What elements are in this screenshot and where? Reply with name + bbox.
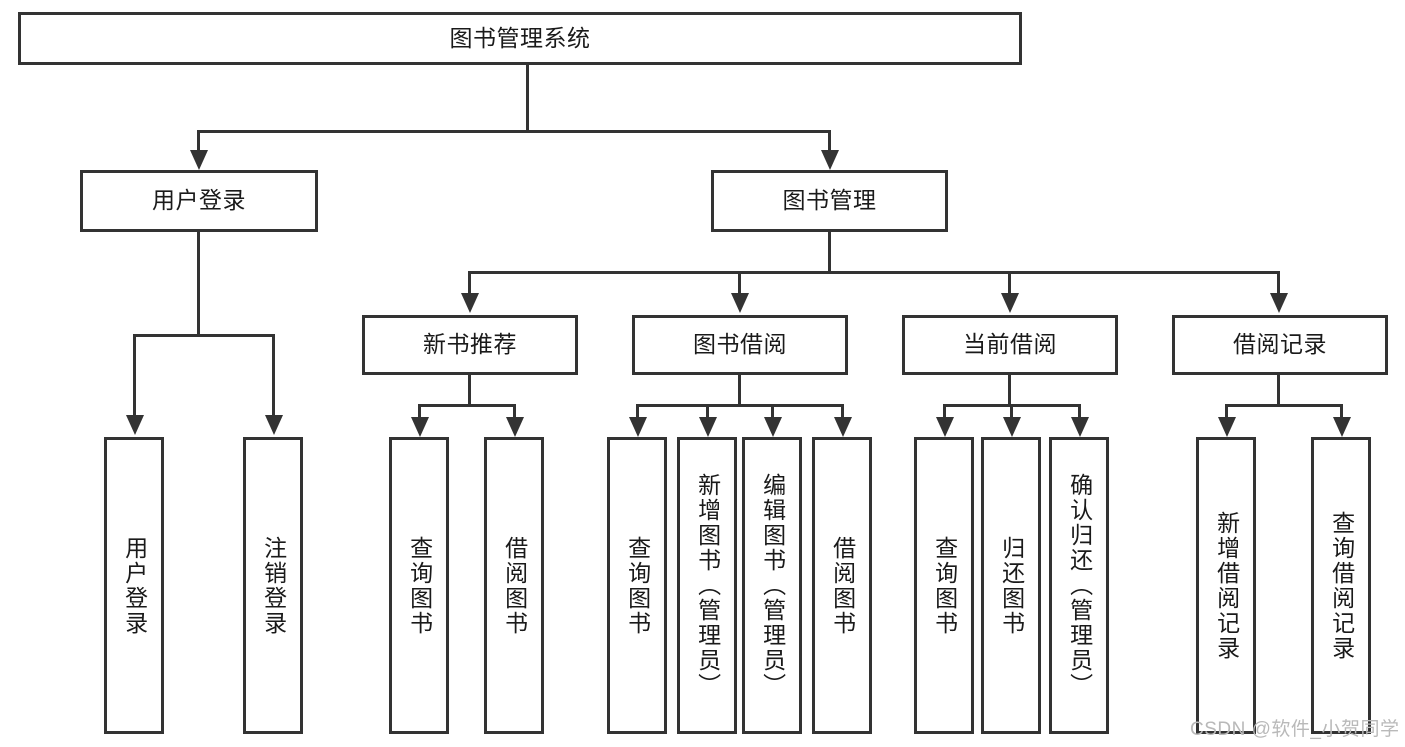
leaf-cb-confirm-return-admin[interactable]: 确认归还（管理员） (1049, 437, 1109, 734)
arrow-br-leaf-2 (1333, 417, 1351, 437)
node-borrow-record-label: 借阅记录 (1233, 331, 1327, 358)
node-root[interactable]: 图书管理系统 (18, 12, 1022, 65)
edge-bb-drop-4 (841, 404, 844, 421)
leaf-label: 编辑图书（管理员） (759, 473, 786, 698)
arrow-cb-leaf-1 (936, 417, 954, 437)
arrow-level3-1 (461, 293, 479, 313)
leaf-nbr-query-book[interactable]: 查询图书 (389, 437, 449, 734)
node-book-management[interactable]: 图书管理 (711, 170, 948, 232)
edge-root-to-user-login (197, 130, 200, 152)
leaf-bb-add-book-admin[interactable]: 新增图书（管理员） (677, 437, 737, 734)
node-book-borrow[interactable]: 图书借阅 (632, 315, 848, 375)
edge-nbr-drop-2 (513, 404, 516, 421)
leaf-label: 用户登录 (121, 535, 148, 636)
node-user-login-label: 用户登录 (152, 187, 246, 214)
leaf-label: 归还图书 (998, 535, 1025, 636)
leaf-cb-return-book[interactable]: 归还图书 (981, 437, 1041, 734)
edge-user-login-drop-1 (133, 334, 136, 419)
edge-level3-drop-4 (1277, 271, 1280, 296)
arrow-br-leaf-1 (1218, 417, 1236, 437)
edge-br-drop-2 (1340, 404, 1343, 421)
edge-nbr-drop-1 (418, 404, 421, 421)
edge-root-stem (526, 65, 529, 132)
leaf-nbr-borrow-book[interactable]: 借阅图书 (484, 437, 544, 734)
leaf-label: 新增图书（管理员） (694, 473, 721, 698)
edge-new-book-recommend-bus (418, 404, 516, 407)
edge-book-borrow-bus (636, 404, 843, 407)
leaf-label: 借阅图书 (501, 535, 528, 636)
node-current-borrow-label: 当前借阅 (963, 331, 1057, 358)
arrow-level3-3 (1001, 293, 1019, 313)
edge-bb-drop-3 (771, 404, 774, 421)
arrow-root-to-book-manage (821, 150, 839, 170)
edge-root-to-book-manage (828, 130, 831, 152)
edge-cb-drop-3 (1078, 404, 1081, 421)
node-borrow-record[interactable]: 借阅记录 (1172, 315, 1388, 375)
node-user-login[interactable]: 用户登录 (80, 170, 318, 232)
arrow-root-to-user-login (190, 150, 208, 170)
node-book-management-label: 图书管理 (782, 187, 877, 214)
arrow-bb-leaf-1 (629, 417, 647, 437)
edge-bb-drop-1 (636, 404, 639, 421)
node-current-borrow[interactable]: 当前借阅 (902, 315, 1118, 375)
leaf-cb-query-book[interactable]: 查询图书 (914, 437, 974, 734)
edge-user-login-stem (197, 232, 200, 337)
edge-bb-drop-2 (706, 404, 709, 421)
arrow-level3-4 (1270, 293, 1288, 313)
leaf-user-login-login[interactable]: 用户登录 (104, 437, 164, 734)
leaf-label: 借阅图书 (829, 535, 856, 636)
edge-book-management-stem (828, 232, 831, 274)
arrow-cb-leaf-2 (1003, 417, 1021, 437)
leaf-bb-borrow-book[interactable]: 借阅图书 (812, 437, 872, 734)
node-new-book-recommend-label: 新书推荐 (423, 331, 517, 358)
arrow-bb-leaf-3 (764, 417, 782, 437)
edge-borrow-record-bus (1225, 404, 1343, 407)
leaf-label: 查询图书 (931, 535, 958, 636)
leaf-label: 新增借阅记录 (1213, 510, 1240, 661)
edge-level3-drop-3 (1008, 271, 1011, 296)
edge-user-login-drop-2 (272, 334, 275, 419)
node-new-book-recommend[interactable]: 新书推荐 (362, 315, 578, 375)
edge-level3-bus (468, 271, 1280, 274)
arrow-nbr-leaf-1 (411, 417, 429, 437)
edge-current-borrow-stem (1008, 375, 1011, 407)
leaf-br-add-record[interactable]: 新增借阅记录 (1196, 437, 1256, 734)
edge-level3-drop-2 (738, 271, 741, 296)
leaf-label: 确认归还（管理员） (1066, 473, 1093, 698)
arrow-user-login-leaf-2 (265, 415, 283, 435)
leaf-label: 注销登录 (260, 535, 287, 636)
edge-cb-drop-2 (1010, 404, 1013, 421)
edge-cb-drop-1 (943, 404, 946, 421)
arrow-level3-2 (731, 293, 749, 313)
leaf-label: 查询图书 (624, 535, 651, 636)
arrow-bb-leaf-2 (699, 417, 717, 437)
arrow-bb-leaf-4 (834, 417, 852, 437)
edge-user-login-bus (133, 334, 275, 337)
leaf-user-login-logout[interactable]: 注销登录 (243, 437, 303, 734)
arrow-cb-leaf-3 (1071, 417, 1089, 437)
leaf-bb-query-book[interactable]: 查询图书 (607, 437, 667, 734)
edge-br-drop-1 (1225, 404, 1228, 421)
edge-book-borrow-stem (738, 375, 741, 407)
edge-root-bus (197, 130, 831, 133)
edge-borrow-record-stem (1277, 375, 1280, 407)
edge-new-book-recommend-stem (468, 375, 471, 407)
leaf-br-query-record[interactable]: 查询借阅记录 (1311, 437, 1371, 734)
leaf-label: 查询借阅记录 (1328, 510, 1355, 661)
edge-level3-drop-1 (468, 271, 471, 296)
arrow-user-login-leaf-1 (126, 415, 144, 435)
leaf-bb-edit-book-admin[interactable]: 编辑图书（管理员） (742, 437, 802, 734)
node-root-label: 图书管理系统 (449, 24, 591, 51)
leaf-label: 查询图书 (406, 535, 433, 636)
node-book-borrow-label: 图书借阅 (693, 331, 787, 358)
arrow-nbr-leaf-2 (506, 417, 524, 437)
